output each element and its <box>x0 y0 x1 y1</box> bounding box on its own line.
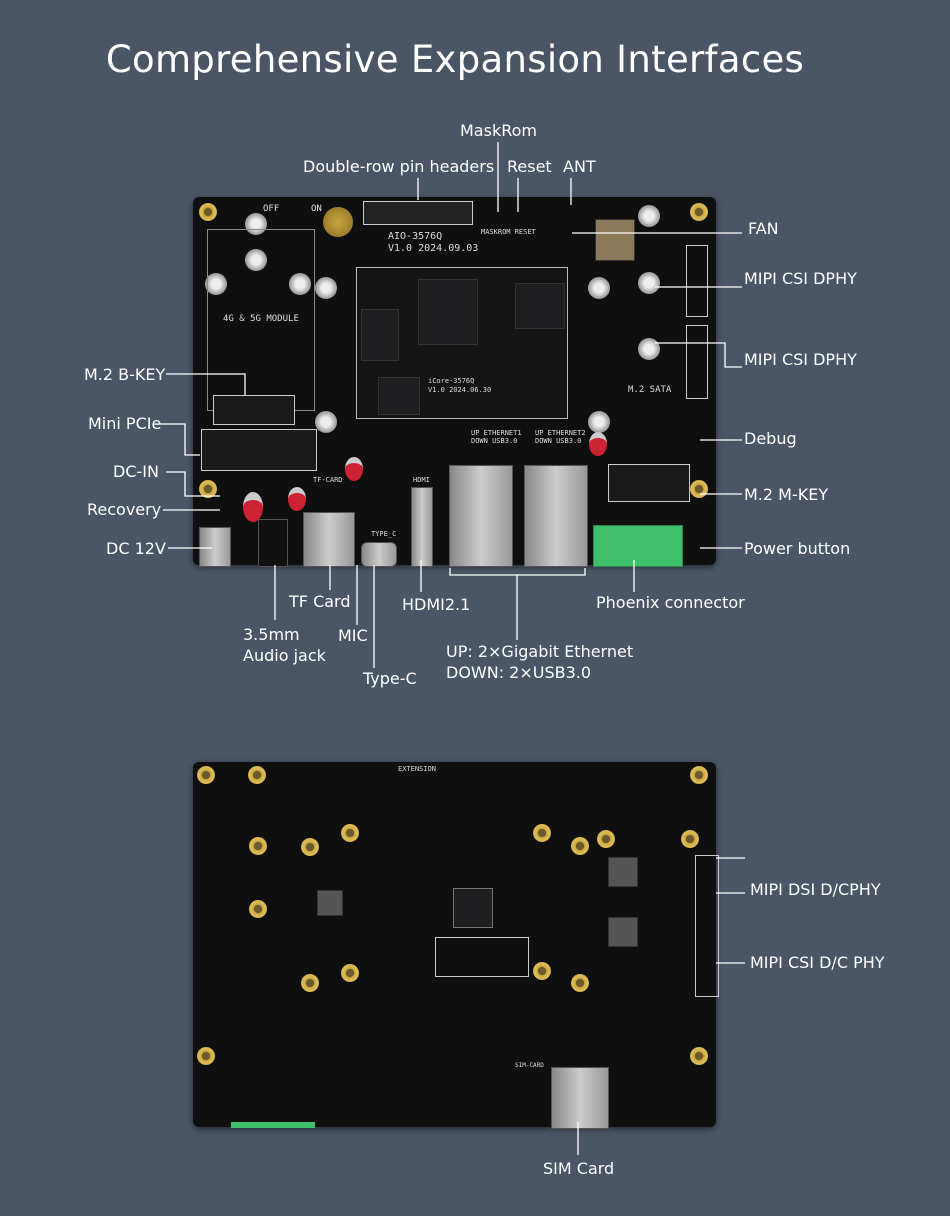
label-m2-mkey: M.2 M-KEY <box>744 485 829 504</box>
label-eth-up: UP: 2×Gigabit Ethernet <box>446 642 634 661</box>
label-pin-headers: Double-row pin headers <box>303 157 495 176</box>
top-board-image: AIO-3576Q V1.0 2024.09.03 OFF ON MASKROM… <box>193 197 716 567</box>
label-tf-card: TF Card <box>289 592 351 611</box>
label-sim-card: SIM Card <box>543 1159 615 1178</box>
label-m2-bkey: M.2 B-KEY <box>84 365 166 384</box>
label-mini-pcie: Mini PCIe <box>88 414 162 433</box>
label-phoenix: Phoenix connector <box>596 593 745 612</box>
label-audio-jack-2: Audio jack <box>243 646 326 665</box>
label-mipi-csi-1: MIPI CSI DPHY <box>744 269 857 288</box>
label-mipi-csi-2: MIPI CSI DPHY <box>744 350 857 369</box>
label-audio-jack-1: 3.5mm <box>243 625 300 644</box>
label-dc-in: DC-IN <box>113 462 159 481</box>
label-hdmi: HDMI2.1 <box>402 595 471 614</box>
bottom-board-image: EXTENSION SIM-CARD <box>193 762 719 1129</box>
label-maskrom: MaskRom <box>460 121 537 140</box>
label-eth-down: DOWN: 2×USB3.0 <box>446 663 592 682</box>
label-power-button: Power button <box>744 539 851 558</box>
label-typec: Type-C <box>363 669 417 688</box>
label-ant: ANT <box>563 157 596 176</box>
page-title: Comprehensive Expansion Interfaces <box>105 38 805 81</box>
label-mipi-csi-dc: MIPI CSI D/C PHY <box>750 953 885 972</box>
label-dc-12v: DC 12V <box>106 539 166 558</box>
label-mic: MIC <box>338 626 368 645</box>
label-mipi-dsi: MIPI DSI D/CPHY <box>750 880 881 899</box>
label-recovery: Recovery <box>87 500 162 519</box>
label-debug: Debug <box>744 429 797 448</box>
label-reset: Reset <box>507 157 552 176</box>
label-fan: FAN <box>748 219 779 238</box>
